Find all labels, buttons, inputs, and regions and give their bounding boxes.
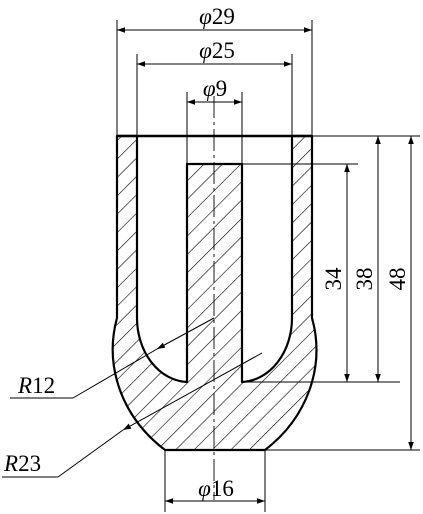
radius-leader-inner: R12	[10, 317, 215, 399]
svg-text:R23: R23	[3, 451, 41, 476]
section-wall-and-pin	[111, 134, 318, 452]
groove-depth-label: 34	[321, 267, 346, 291]
dimension-total-height: 48	[385, 136, 414, 450]
section-body	[111, 134, 318, 452]
dimension-base-diameter: φ16	[164, 450, 266, 512]
dimension-inner-diameter: φ25	[136, 38, 293, 136]
svg-text:φ9: φ9	[203, 76, 227, 101]
svg-text:φ29: φ29	[199, 4, 235, 29]
outer-diameter-label: 29	[212, 4, 235, 29]
inner-diameter-label: 25	[212, 38, 235, 63]
base-diameter-symbol: φ	[198, 476, 211, 501]
svg-text:φ25: φ25	[199, 38, 235, 63]
outer-diameter-symbol: φ	[199, 4, 212, 29]
depth-extension-lines	[242, 135, 420, 451]
svg-text:φ16: φ16	[198, 476, 234, 501]
inner-radius-letter: R	[17, 373, 32, 398]
dimension-cavity-depth: 38	[352, 136, 381, 382]
total-height-label: 48	[385, 268, 410, 291]
outer-radius-letter: R	[3, 451, 18, 476]
pin-diameter-label: 9	[216, 76, 228, 101]
outer-radius-label: 23	[18, 451, 41, 476]
dimension-pin-diameter: φ9	[186, 76, 243, 164]
pin-diameter-symbol: φ	[203, 76, 216, 101]
radius-leader-outer: R23	[2, 352, 263, 478]
dimension-groove-depth: 34	[321, 164, 350, 382]
dimension-outer-diameter: φ29	[116, 4, 313, 136]
inner-diameter-symbol: φ	[199, 38, 212, 63]
cavity-depth-label: 38	[352, 268, 377, 291]
inner-radius-label: 12	[32, 373, 55, 398]
base-diameter-label: 16	[211, 476, 234, 501]
svg-text:R12: R12	[17, 373, 55, 398]
